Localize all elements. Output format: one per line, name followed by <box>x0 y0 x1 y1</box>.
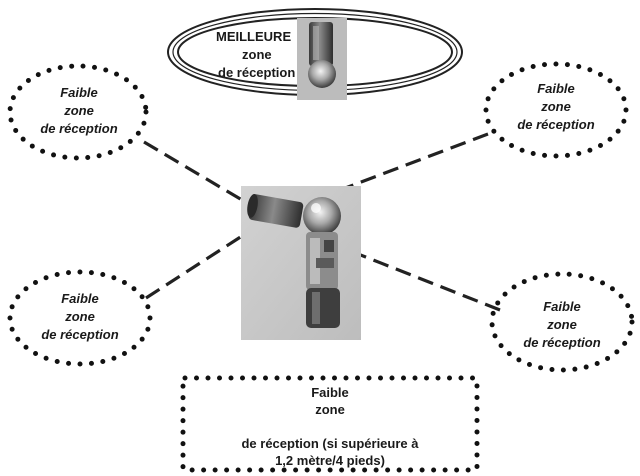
weak-zone-mid-right-line2: zone <box>547 317 577 332</box>
connector-top-right <box>339 132 489 192</box>
weak-zone-outlines <box>7 61 635 473</box>
weak-zone-top-right-line1: Faible <box>537 81 575 96</box>
connector-lines <box>143 132 501 312</box>
connector-top-left <box>143 140 243 202</box>
weak-zone-top-left-line3: de réception <box>40 121 118 136</box>
weak-zone-bottom-outline <box>180 375 480 473</box>
weak-zone-mid-right-label: Faible zone de réception <box>496 298 628 352</box>
weak-zone-bottom-line2: zone <box>315 402 345 417</box>
weak-zone-bottom-line4: 1,2 mètre/4 pieds) <box>275 453 385 468</box>
weak-zone-mid-left-line2: zone <box>65 309 95 324</box>
weak-zone-top-right-label: Faible zone de réception <box>490 80 622 134</box>
connector-mid-left <box>145 234 243 300</box>
best-zone-label: MEILLEURE zone de réception <box>200 28 350 82</box>
best-zone-line3: de réception <box>218 65 296 80</box>
weak-zone-top-left-outline <box>7 63 149 161</box>
weak-zone-top-left-line2: zone <box>64 103 94 118</box>
best-zone-line2: zone <box>242 47 272 62</box>
best-zone-line1: MEILLEURE <box>216 29 292 44</box>
weak-zone-bottom-line3: de réception (si supérieure à <box>241 436 419 451</box>
weak-zone-bottom-spacer <box>185 418 475 435</box>
weak-zone-top-right-line3: de réception <box>517 117 595 132</box>
weak-zone-bottom-line1: Faible <box>311 385 349 400</box>
weak-zone-mid-left-label: Faible zone de réception <box>18 290 142 344</box>
device-photo <box>241 186 361 340</box>
weak-zone-mid-left-outline <box>7 269 153 367</box>
weak-zone-top-left-label: Faible zone de réception <box>18 84 140 138</box>
weak-zone-top-right-line2: zone <box>541 99 571 114</box>
connector-mid-right <box>357 252 501 312</box>
weak-zone-mid-right-outline <box>489 271 635 373</box>
weak-zone-top-left-line1: Faible <box>60 85 98 100</box>
weak-zone-bottom-label: Faible zone de réception (si supérieure … <box>185 384 475 469</box>
best-zone-device-photo <box>297 18 347 100</box>
weak-zone-top-right-outline <box>483 61 629 159</box>
weak-zone-mid-right-line1: Faible <box>543 299 581 314</box>
weak-zone-mid-left-line1: Faible <box>61 291 99 306</box>
weak-zone-mid-left-line3: de réception <box>41 327 119 342</box>
weak-zone-mid-right-line3: de réception <box>523 335 601 350</box>
